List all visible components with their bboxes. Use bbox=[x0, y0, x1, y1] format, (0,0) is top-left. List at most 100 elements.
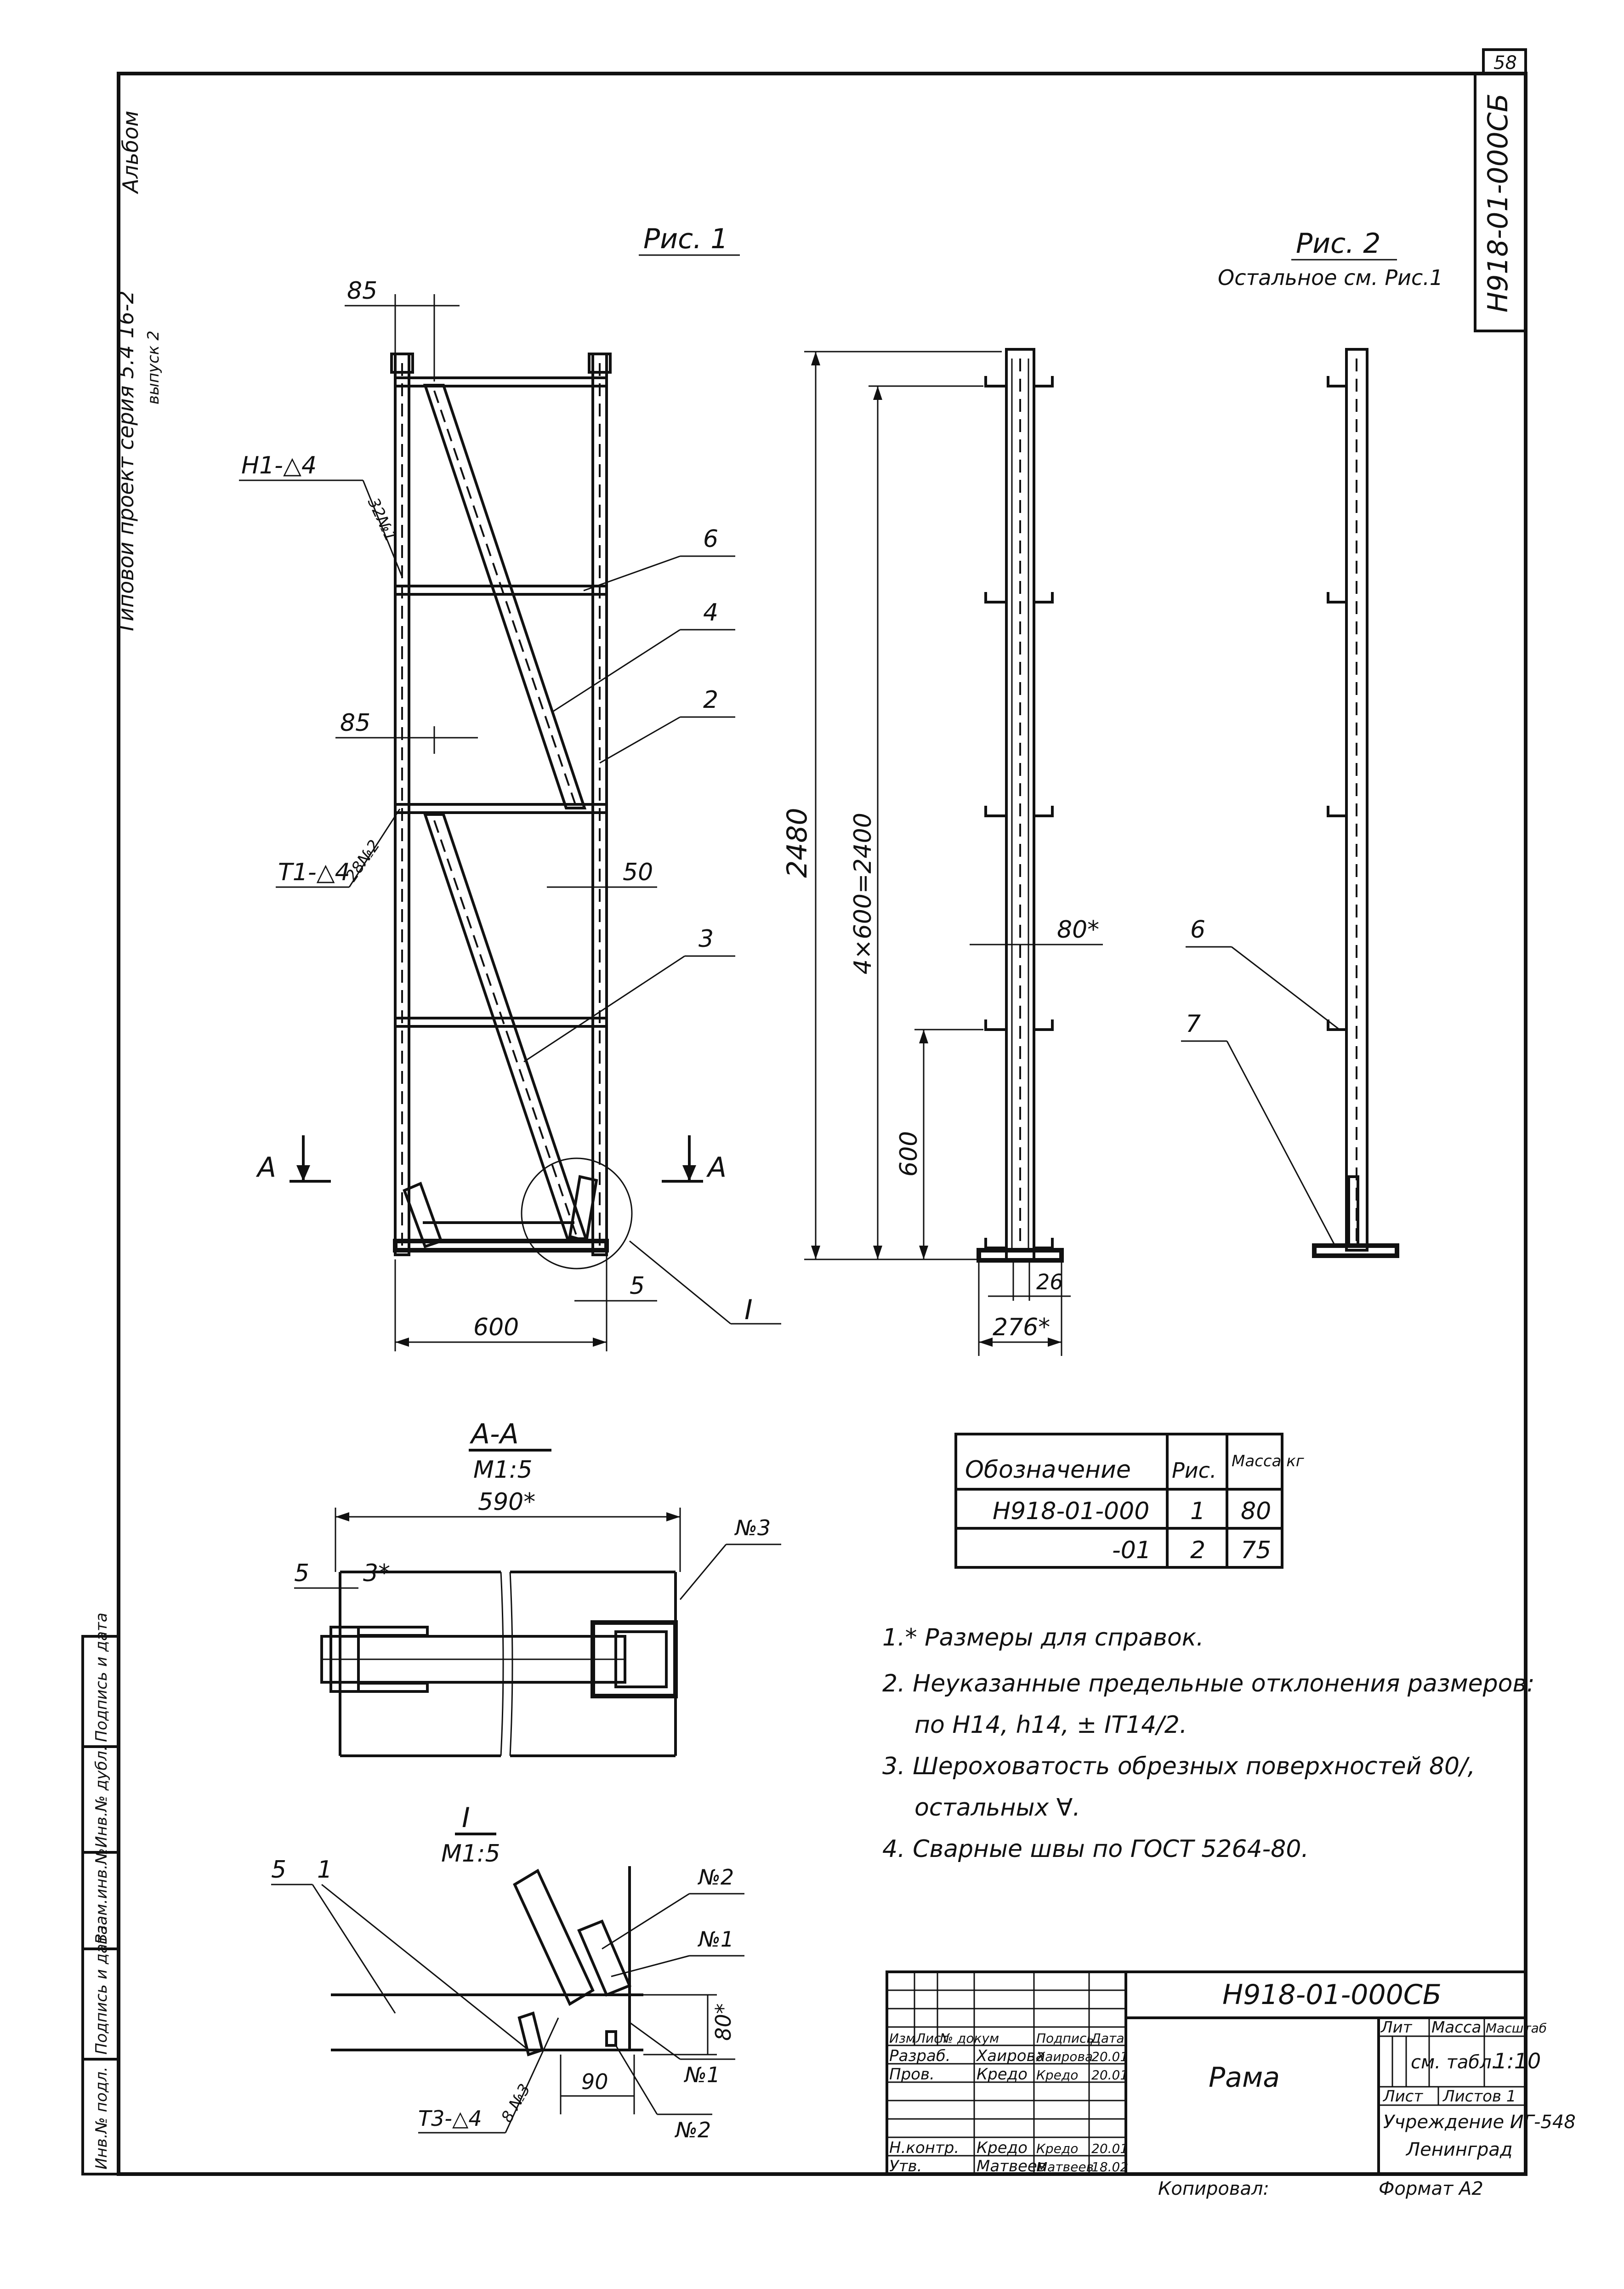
dim-590: 590* bbox=[478, 1488, 535, 1516]
side-view: 2480 4×600=2400 600 80* 26 276* bbox=[781, 348, 1103, 1356]
issue-label: выпуск 2 bbox=[144, 330, 163, 404]
dim-5: 5 bbox=[630, 1272, 645, 1300]
section-a-right: А bbox=[706, 1151, 727, 1184]
dim-85-mid: 85 bbox=[340, 709, 370, 737]
tb-mass-label: Масса bbox=[1431, 2018, 1481, 2037]
title-block: Изм Лист № докум Подпись Дата Разраб. Ха… bbox=[886, 1970, 1576, 2175]
pos-3: 3 bbox=[698, 925, 714, 953]
album-label: Альбом bbox=[118, 111, 143, 194]
note-3: 3. Шероховатость обрезных поверхностей 8… bbox=[882, 1753, 1475, 1780]
page-number: 58 bbox=[1493, 52, 1517, 74]
section-a-left: А bbox=[256, 1151, 276, 1184]
tb-sheets-label: Листов 1 bbox=[1442, 2087, 1516, 2106]
sheet-frame bbox=[117, 72, 1527, 2176]
tb-role-3: Н.контр. bbox=[889, 2139, 959, 2157]
node-i-title: I bbox=[462, 1802, 470, 1834]
node-pos-1: 1 bbox=[317, 1856, 332, 1884]
section-aa-scale: М1:5 bbox=[473, 1456, 533, 1484]
node-i-scale: М1:5 bbox=[441, 1840, 500, 1868]
note-2: 2. Неуказанные предельные отклонения раз… bbox=[882, 1670, 1535, 1697]
tb-role-1: Разраб. bbox=[889, 2047, 951, 2065]
node-i-view: I М1:5 5 1 №2 №1 №1 №2 80* 90 bbox=[271, 1802, 744, 2142]
tb-scale-label: Масштаб bbox=[1486, 2021, 1547, 2036]
tb-role-2: Пров. bbox=[889, 2065, 935, 2084]
spec-row1-fig: 1 bbox=[1190, 1498, 1205, 1525]
section-ref-n3: №3 bbox=[734, 1515, 771, 1540]
node-dim-80: 80* bbox=[711, 2003, 736, 2041]
spec-row1-designation: Н918-01-000 bbox=[993, 1498, 1149, 1525]
node-pos-5: 5 bbox=[271, 1856, 286, 1884]
strip-sign-date-1: Подпись и дата bbox=[92, 1612, 111, 1742]
node-ref-n2-top: №2 bbox=[697, 1865, 734, 1890]
diagonal-4 bbox=[423, 384, 587, 809]
tb-date-1: 20.01 bbox=[1091, 2049, 1128, 2064]
node-ref-i: I bbox=[744, 1294, 753, 1326]
tb-role-4: Утв. bbox=[889, 2157, 922, 2175]
fig2-view: Рис. 2 Остальное см. Рис.1 6 7 bbox=[1181, 228, 1443, 1258]
dim-600: 600 bbox=[473, 1314, 519, 1341]
spec-header-mass: Масса кг bbox=[1232, 1452, 1305, 1470]
base-plate-7 bbox=[1312, 1243, 1399, 1258]
fig2-pos-7: 7 bbox=[1186, 1010, 1201, 1038]
strip-sign-date-2: Подпись и дата bbox=[92, 1925, 111, 2055]
tb-name-2: Кредо bbox=[977, 2065, 1028, 2084]
notes: 1.* Размеры для справок. 2. Неуказанные … bbox=[882, 1624, 1535, 1863]
tb-date-4: 18.02 bbox=[1091, 2159, 1128, 2175]
tb-lit-label: Лит bbox=[1380, 2018, 1413, 2037]
tb-col-date: Дата bbox=[1090, 2031, 1124, 2046]
copied-by: Копировал: bbox=[1158, 2178, 1269, 2199]
fig2-subtitle: Остальное см. Рис.1 bbox=[1218, 265, 1443, 290]
weld-t1: Т1-△4 bbox=[278, 859, 350, 886]
section-dim-5: 5 bbox=[294, 1560, 309, 1587]
spec-header-designation: Обозначение bbox=[965, 1456, 1131, 1484]
spec-row2-mass: 75 bbox=[1241, 1537, 1271, 1564]
note-1: 1.* Размеры для справок. bbox=[882, 1624, 1204, 1651]
pos-4: 4 bbox=[703, 599, 718, 626]
spec-header-fig: Рис. bbox=[1172, 1458, 1217, 1483]
tb-name: Рама bbox=[1209, 2061, 1280, 2094]
node-weld-t3: Т3-△4 bbox=[418, 2106, 482, 2131]
dim-600-side: 600 bbox=[895, 1131, 923, 1177]
tb-col-doc: № докум bbox=[939, 2031, 999, 2046]
fig1-title: Рис. 1 bbox=[643, 223, 728, 255]
tb-sign-2: Кредо bbox=[1036, 2067, 1078, 2083]
tb-sheet-label: Лист bbox=[1382, 2087, 1423, 2106]
fig2-title: Рис. 2 bbox=[1296, 228, 1380, 260]
tb-name-3: Кредо bbox=[977, 2139, 1028, 2157]
section-aa-view: А-А М1:5 590* 5 3* №3 bbox=[294, 1418, 781, 1757]
tb-col-sign: Подпись bbox=[1036, 2031, 1094, 2046]
tb-date-3: 20.01 bbox=[1091, 2141, 1128, 2156]
sheet-format: Формат А2 bbox=[1379, 2178, 1483, 2199]
node-ref-n1-bottom: №1 bbox=[683, 2062, 720, 2087]
designation-box bbox=[1474, 72, 1527, 332]
fig1-frame-view: Рис. 1 I 85 bbox=[239, 223, 781, 1351]
tb-name-4: Матвеев bbox=[977, 2157, 1046, 2175]
dim-80-side: 80* bbox=[1057, 916, 1099, 944]
tb-sign-4: Матвеев bbox=[1036, 2159, 1094, 2175]
tb-city: Ленинград bbox=[1405, 2139, 1513, 2160]
node-ref-n1-top: №1 bbox=[697, 1927, 734, 1952]
tb-sign-1: Хаирова bbox=[1035, 2049, 1093, 2064]
strip-orig-inv: Инв.№ подл. bbox=[92, 2067, 111, 2169]
dim-26: 26 bbox=[1036, 1270, 1063, 1294]
note-3b: остальных ∀. bbox=[914, 1794, 1080, 1822]
tb-sign-3: Кредо bbox=[1036, 2141, 1078, 2156]
dim-85-top: 85 bbox=[347, 277, 377, 305]
node-ref-n2-bottom: №2 bbox=[674, 2118, 711, 2142]
dim-2480: 2480 bbox=[781, 808, 813, 878]
tb-name-1: Хаирова bbox=[976, 2047, 1045, 2065]
dim-4x600: 4×600=2400 bbox=[849, 813, 877, 974]
pos-2: 2 bbox=[703, 686, 718, 714]
section-aa-title: А-А bbox=[469, 1418, 519, 1450]
spec-row2-fig: 2 bbox=[1190, 1537, 1205, 1564]
spec-row2-designation: -01 bbox=[1112, 1537, 1151, 1564]
dim-50: 50 bbox=[623, 859, 653, 886]
note-2b: по Н14, h14, ± IT14/2. bbox=[914, 1711, 1187, 1739]
tb-designation: Н918-01-000СБ bbox=[1222, 1979, 1442, 2011]
weld-h1: Н1-△4 bbox=[241, 452, 317, 479]
project-label: Типовой проект серия 5.4 16-2 bbox=[114, 290, 138, 634]
tb-org: Учреждение ИГ-548 bbox=[1383, 2112, 1576, 2133]
tb-date-2: 20.01 bbox=[1091, 2067, 1128, 2083]
tb-col-list: Лист bbox=[915, 2031, 949, 2046]
